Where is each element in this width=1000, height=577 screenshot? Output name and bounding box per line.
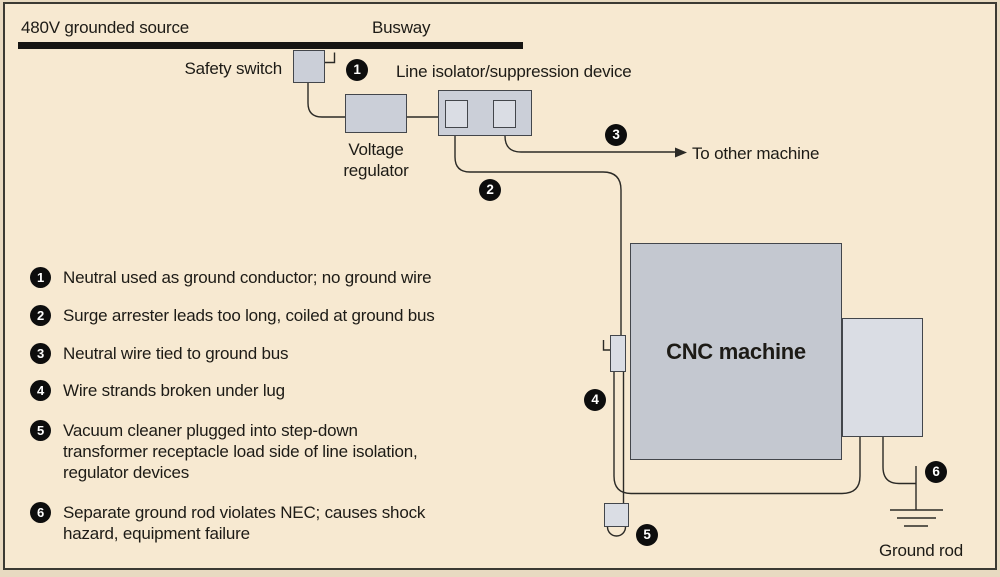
voltage-regulator-label: Voltage regulator (316, 139, 436, 181)
legend-text-6-line1: Separate ground rod violates NEC; causes… (63, 503, 426, 522)
legend-item-1: 1 Neutral used as ground conductor; no g… (30, 267, 432, 288)
legend-item-5: 5 Vacuum cleaner plugged into step-down … (30, 420, 418, 483)
diagram-badge-3: 3 (605, 124, 627, 146)
diagram-badge-6: 6 (925, 461, 947, 483)
cnc-machine-box: CNC machine (630, 243, 842, 460)
diagram-badge-4: 4 (584, 389, 606, 411)
safety-switch-label: Safety switch (184, 59, 282, 78)
legend-badge-5: 5 (30, 420, 51, 441)
voltage-regulator-label-line1: Voltage (348, 140, 404, 159)
legend-text-1-line1: Neutral used as ground conductor; no gro… (63, 268, 432, 287)
machine-cabinet-box (842, 318, 923, 437)
legend-item-4: 4 Wire strands broken under lug (30, 380, 285, 401)
line-isolator-box (438, 90, 532, 136)
legend-badge-3: 3 (30, 343, 51, 364)
legend-badge-2: 2 (30, 305, 51, 326)
legend-text-2-line1: Surge arrester leads too long, coiled at… (63, 306, 435, 325)
voltage-regulator-box (345, 94, 407, 133)
source-label: 480V grounded source (21, 18, 190, 37)
legend-text-5-line1: Vacuum cleaner plugged into step-down (63, 421, 358, 440)
legend-text-2: Surge arrester leads too long, coiled at… (63, 305, 435, 326)
legend-text-6-line2: hazard, equipment failure (63, 524, 250, 543)
legend-text-5: Vacuum cleaner plugged into step-down tr… (63, 420, 418, 483)
ground-rod-label: Ground rod (879, 541, 963, 560)
legend-item-3: 3 Neutral wire tied to ground bus (30, 343, 289, 364)
cnc-machine-label: CNC machine (666, 338, 806, 364)
to-other-machine-label: To other machine (692, 144, 820, 163)
vacuum-cleaner-box (604, 503, 629, 527)
legend-badge-4: 4 (30, 380, 51, 401)
legend-text-6: Separate ground rod violates NEC; causes… (63, 502, 425, 544)
legend-item-2: 2 Surge arrester leads too long, coiled … (30, 305, 435, 326)
legend-text-3: Neutral wire tied to ground bus (63, 343, 289, 364)
safety-switch-box (293, 50, 325, 83)
busway-label: Busway (372, 18, 431, 37)
isolator-module-left (444, 99, 468, 128)
legend-text-1: Neutral used as ground conductor; no gro… (63, 267, 432, 288)
machine-connector-box (610, 335, 626, 372)
busway-bar (18, 42, 523, 49)
legend-text-5-line2: transformer receptacle load side of line… (63, 442, 418, 461)
legend-badge-1: 1 (30, 267, 51, 288)
voltage-regulator-label-line2: regulator (343, 161, 409, 180)
legend-text-3-line1: Neutral wire tied to ground bus (63, 344, 289, 363)
legend-text-4: Wire strands broken under lug (63, 380, 285, 401)
line-isolator-label: Line isolator/suppression device (396, 62, 632, 81)
legend-badge-6: 6 (30, 502, 51, 523)
diagram-badge-2: 2 (479, 179, 501, 201)
legend-text-4-line1: Wire strands broken under lug (63, 381, 285, 400)
legend-item-6: 6 Separate ground rod violates NEC; caus… (30, 502, 425, 544)
isolator-module-right (492, 99, 516, 128)
diagram-badge-1: 1 (346, 59, 368, 81)
legend-text-5-line3: regulator devices (63, 463, 190, 482)
diagram-badge-5: 5 (636, 524, 658, 546)
